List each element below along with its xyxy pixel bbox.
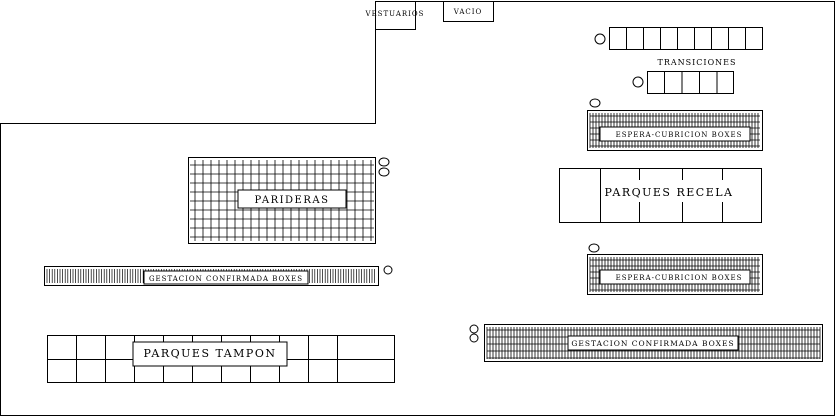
parques-tampon: PARQUES TAMPON <box>47 335 395 383</box>
parques-recela: PARQUES RECELA <box>559 168 762 223</box>
gestacion-left-label: GESTACION CONFIRMADA BOXES <box>149 275 303 283</box>
espera-cubricion-bottom: ESPERA-CUBRICION BOXES <box>587 243 763 295</box>
parideras-label: PARIDERAS <box>255 195 330 206</box>
transiciones-lower <box>632 71 734 94</box>
parques-recela-label: PARQUES RECELA <box>605 186 734 199</box>
transiciones-label: TRANSICIONES <box>658 58 737 67</box>
vestuarios-label: VESTUARIOS <box>365 10 425 18</box>
room-vestuarios: VESTUARIOS <box>365 1 425 30</box>
parques-tampon-label: PARQUES TAMPON <box>144 347 277 360</box>
transiciones-upper <box>594 27 763 50</box>
vacio-label: VACIO <box>453 8 483 16</box>
espera-cubricion-bottom-label: ESPERA-CUBRICION BOXES <box>616 274 743 282</box>
parideras: PARIDERAS <box>188 157 390 244</box>
gestacion-right-label: GESTACION CONFIRMADA BOXES <box>571 339 734 348</box>
gestacion-confirmada-right: GESTACION CONFIRMADA BOXES <box>469 324 823 362</box>
gestacion-confirmada-left: GESTACION CONFIRMADA BOXES <box>44 265 393 286</box>
room-vacio: VACIO <box>443 1 494 22</box>
espera-cubricion-top-label: ESPERA-CUBRICION BOXES <box>616 131 743 139</box>
espera-cubricion-top: ESPERA-CUBRICION BOXES <box>587 98 763 151</box>
